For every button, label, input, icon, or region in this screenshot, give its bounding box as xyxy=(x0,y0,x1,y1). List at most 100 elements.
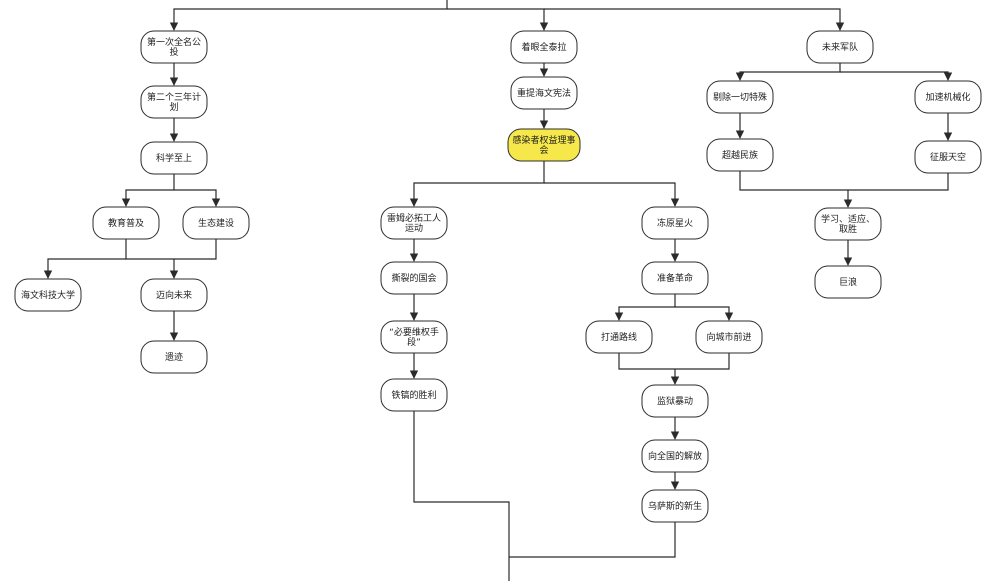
node-label: 剔除一切特殊 xyxy=(713,91,767,103)
node-label: 打通路线 xyxy=(601,331,637,343)
flow-node[interactable]: 征服天空 xyxy=(914,140,982,174)
flow-node[interactable]: 准备革命 xyxy=(641,261,709,295)
connector-arrow xyxy=(544,8,845,31)
node-box xyxy=(140,278,208,312)
node-label: 投 xyxy=(169,46,178,58)
node-box xyxy=(695,320,763,354)
node-label: 段” xyxy=(407,336,421,348)
node-label: 未来军队 xyxy=(822,41,858,53)
node-box xyxy=(182,206,250,240)
connector-arrow xyxy=(174,189,221,207)
node-label: 着眼全泰拉 xyxy=(521,41,566,53)
flow-node[interactable]: 学习、适应、取胜 xyxy=(814,207,882,241)
edges-layer xyxy=(43,0,953,581)
node-box xyxy=(585,320,653,354)
flow-node[interactable]: 着眼全泰拉 xyxy=(510,30,578,64)
node-label: 铁镐的胜利 xyxy=(391,389,436,401)
node-box xyxy=(380,378,448,412)
node-label: 雷姆必拓工人 xyxy=(387,212,441,224)
node-box xyxy=(914,80,982,114)
node-box xyxy=(380,320,448,354)
connector-arrow xyxy=(739,171,949,191)
node-box xyxy=(510,30,578,64)
flow-node[interactable]: 铁镐的胜利 xyxy=(380,378,448,412)
flow-node[interactable]: 冻原星火 xyxy=(641,206,709,240)
node-box xyxy=(706,80,774,114)
flow-node[interactable]: 巨浪 xyxy=(814,265,882,299)
connector-arrow xyxy=(43,258,126,279)
node-label: 加速机械化 xyxy=(925,91,970,103)
node-label: 准备革命 xyxy=(657,272,693,284)
connector-arrow xyxy=(675,306,734,321)
node-box xyxy=(641,439,709,473)
connector-arrow xyxy=(840,71,953,81)
node-box xyxy=(14,278,82,312)
node-box xyxy=(140,30,208,64)
node-label: 重提海文宪法 xyxy=(517,87,571,99)
connector-arrow xyxy=(413,411,510,581)
node-label: 向城市前进 xyxy=(706,331,751,343)
node-label: 迈向未来 xyxy=(156,289,192,301)
node-box xyxy=(140,340,208,374)
node-label: 科学至上 xyxy=(156,152,192,164)
connector-arrow xyxy=(509,522,676,558)
node-box xyxy=(507,128,581,162)
connector-arrow xyxy=(735,63,841,81)
flow-node[interactable]: 加速机械化 xyxy=(914,80,982,114)
node-label: 向全国的解放 xyxy=(648,450,702,462)
node-box xyxy=(641,489,709,523)
connector-arrow xyxy=(447,8,549,31)
node-label: 超越民族 xyxy=(722,149,758,161)
flow-node[interactable]: 乌萨斯的新生 xyxy=(641,489,709,523)
flow-node[interactable]: 教育普及 xyxy=(92,206,160,240)
connector-arrow xyxy=(614,294,676,321)
node-label: 生态建设 xyxy=(198,217,234,229)
node-box xyxy=(806,30,874,64)
flow-node[interactable]: 向城市前进 xyxy=(695,320,763,354)
flow-node[interactable]: 向全国的解放 xyxy=(641,439,709,473)
node-label: 教育普及 xyxy=(108,217,144,229)
connector-arrow xyxy=(125,239,217,260)
node-label: 征服天空 xyxy=(930,151,966,163)
nodes-layer: 第一次全名公投第二个三年计划科学至上教育普及生态建设海文科技大学迈向未来遗迹着眼… xyxy=(14,30,982,523)
node-box xyxy=(814,207,882,241)
node-label: 第一次全名公 xyxy=(147,36,201,48)
node-label: 第二个三年计 xyxy=(147,91,201,103)
node-label: 感染者权益理事 xyxy=(512,134,575,146)
node-label: 巨浪 xyxy=(839,276,857,288)
connector-arrow xyxy=(409,161,545,207)
connector-arrow xyxy=(169,0,448,31)
flow-node[interactable]: 超越民族 xyxy=(706,138,774,172)
connector-arrow xyxy=(121,174,175,207)
node-box xyxy=(914,140,982,174)
flow-node[interactable]: 监狱暴动 xyxy=(641,384,709,418)
node-box xyxy=(706,138,774,172)
node-box xyxy=(641,206,709,240)
flow-node[interactable]: 剔除一切特殊 xyxy=(706,80,774,114)
flow-node[interactable]: 科学至上 xyxy=(140,141,208,175)
node-box xyxy=(510,76,578,110)
flow-node[interactable]: 海文科技大学 xyxy=(14,278,82,312)
flow-node[interactable]: 未来军队 xyxy=(806,30,874,64)
flow-node[interactable]: 生态建设 xyxy=(182,206,250,240)
flow-node[interactable]: 打通路线 xyxy=(585,320,653,354)
node-label: 取胜 xyxy=(839,224,857,235)
node-label: 乌萨斯的新生 xyxy=(648,500,702,512)
node-label: 监狱暴动 xyxy=(657,395,693,407)
flow-node[interactable]: 迈向未来 xyxy=(140,278,208,312)
flow-node[interactable]: 遗迹 xyxy=(140,340,208,374)
node-label: 海文科技大学 xyxy=(21,289,75,301)
node-box xyxy=(92,206,160,240)
flow-node[interactable]: 撕裂的国会 xyxy=(380,261,448,295)
node-box xyxy=(140,85,208,119)
node-label: “必要维权手 xyxy=(389,326,439,338)
node-box xyxy=(641,261,709,295)
flow-node[interactable]: 重提海文宪法 xyxy=(510,76,578,110)
node-box xyxy=(380,206,448,240)
